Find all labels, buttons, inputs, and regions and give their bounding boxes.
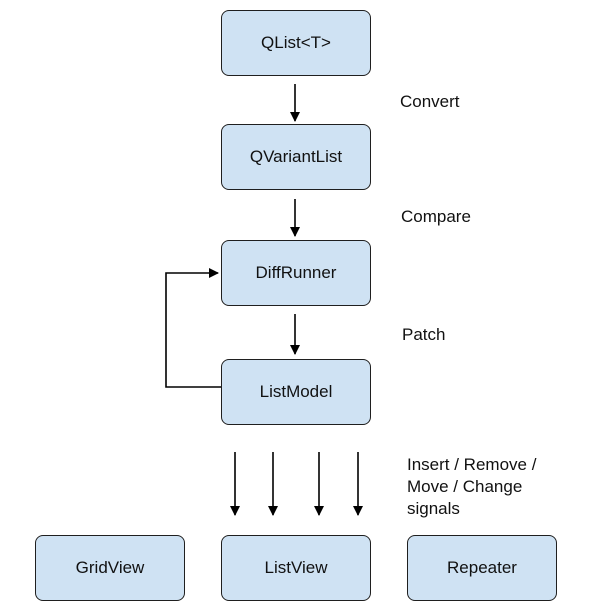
node-diffrunner: DiffRunner xyxy=(221,240,371,306)
label-patch: Patch xyxy=(402,325,446,344)
label-signals-line1: Insert / Remove / xyxy=(407,455,537,474)
node-gridview: GridView xyxy=(35,535,185,601)
node-qlist: QList<T> xyxy=(221,10,371,76)
arrow-listmodel-feedback-to-diffrunner xyxy=(165,268,221,388)
node-qvariantlist: QVariantList xyxy=(221,124,371,190)
label-signals-line2: Move / Change xyxy=(407,477,523,496)
label-convert: Convert xyxy=(400,92,460,111)
node-listmodel: ListModel xyxy=(221,359,371,425)
node-repeater: Repeater xyxy=(407,535,557,601)
label-signals-line3: signals xyxy=(407,499,460,518)
node-listview: ListView xyxy=(221,535,371,601)
label-compare: Compare xyxy=(401,207,471,226)
